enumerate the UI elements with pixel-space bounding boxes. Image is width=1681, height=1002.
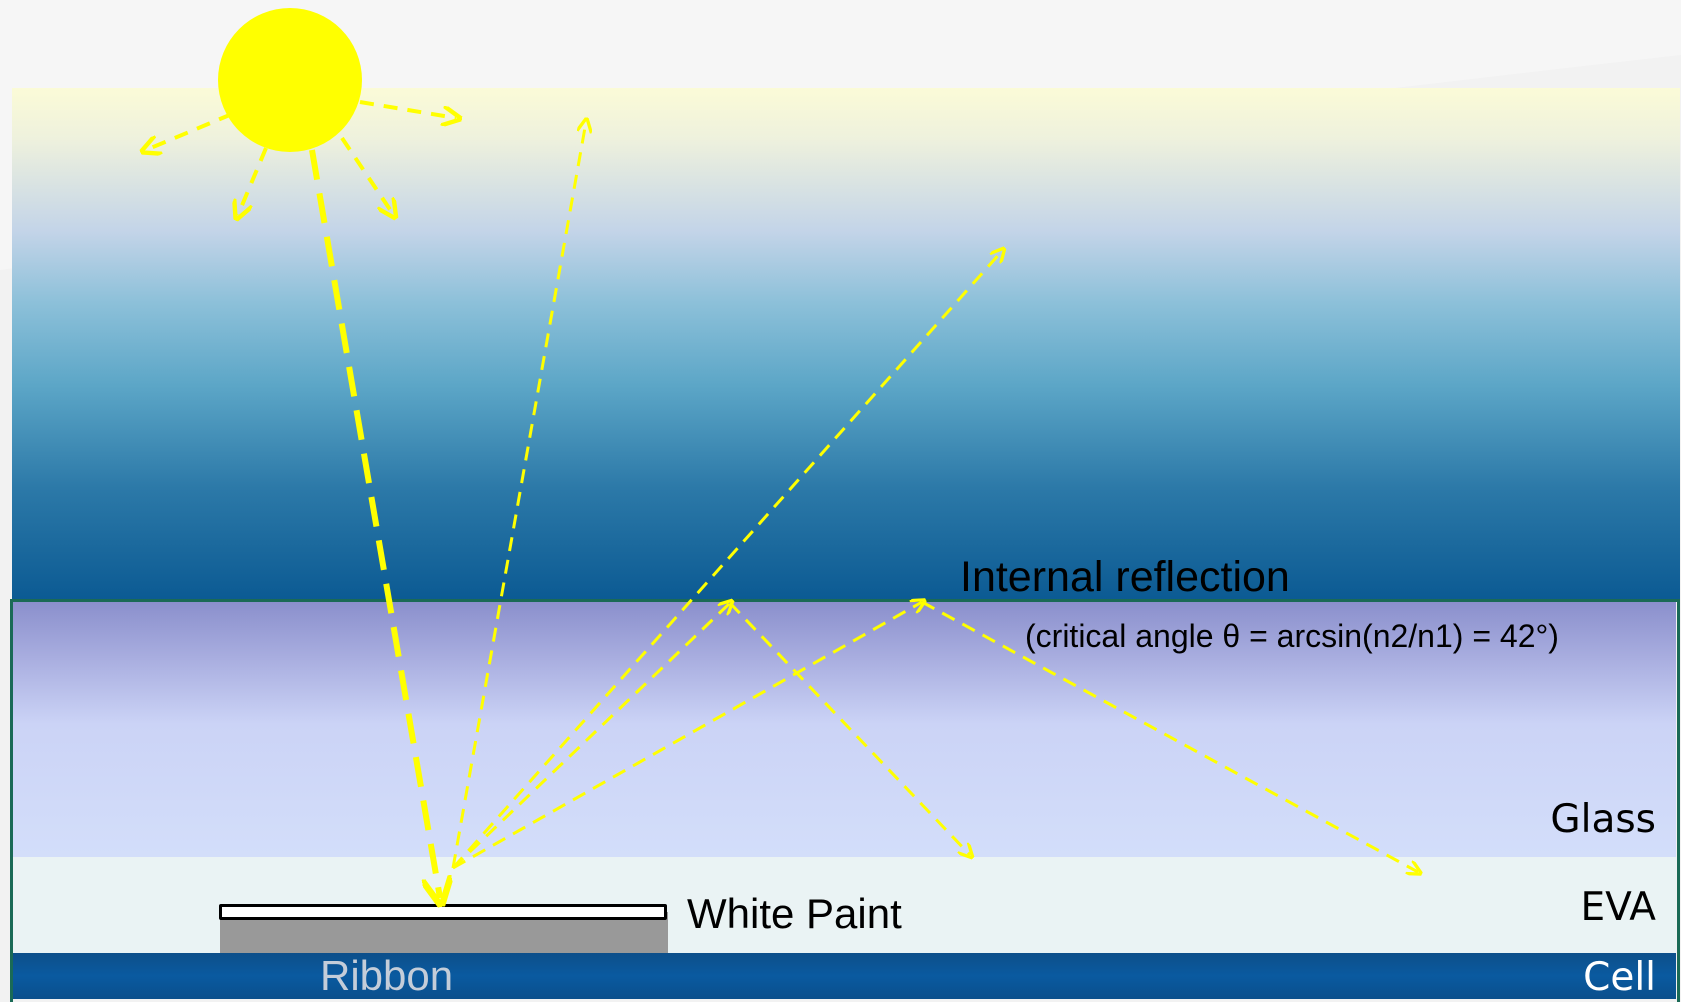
glass-label: Glass (1550, 797, 1656, 842)
module-outline (10, 599, 1680, 1002)
sun-icon (218, 8, 362, 152)
scattered-rays (451, 122, 1418, 872)
cell-label: Cell (1583, 955, 1656, 1000)
sky-region (12, 88, 1680, 601)
sun-ray-down-left (238, 147, 268, 215)
sun-emission-rays (146, 100, 456, 215)
sun-ray-left (146, 112, 233, 150)
cell-layer (12, 953, 1676, 999)
incident-ray (309, 149, 440, 898)
escaping-ray-steep (451, 122, 586, 869)
internal-reflection-label: Internal reflection (960, 553, 1290, 601)
reflected-ray-2-in (452, 602, 922, 870)
escaping-ray-oblique (451, 251, 1002, 869)
glass-layer (12, 601, 1676, 857)
ribbon-label: Ribbon (320, 952, 454, 999)
white-paint-label: White Paint (687, 890, 902, 937)
reflected-ray-2-out (921, 600, 1418, 872)
critical-angle-label: (critical angle θ = arcsin(n2/n1) = 42°) (1025, 618, 1559, 654)
sun-ray-right (359, 100, 456, 118)
eva-label: EVA (1580, 885, 1656, 930)
reflected-ray-1-in (451, 603, 730, 870)
sun-ray-down-right (340, 136, 393, 214)
reflected-ray-1-out (728, 601, 970, 855)
